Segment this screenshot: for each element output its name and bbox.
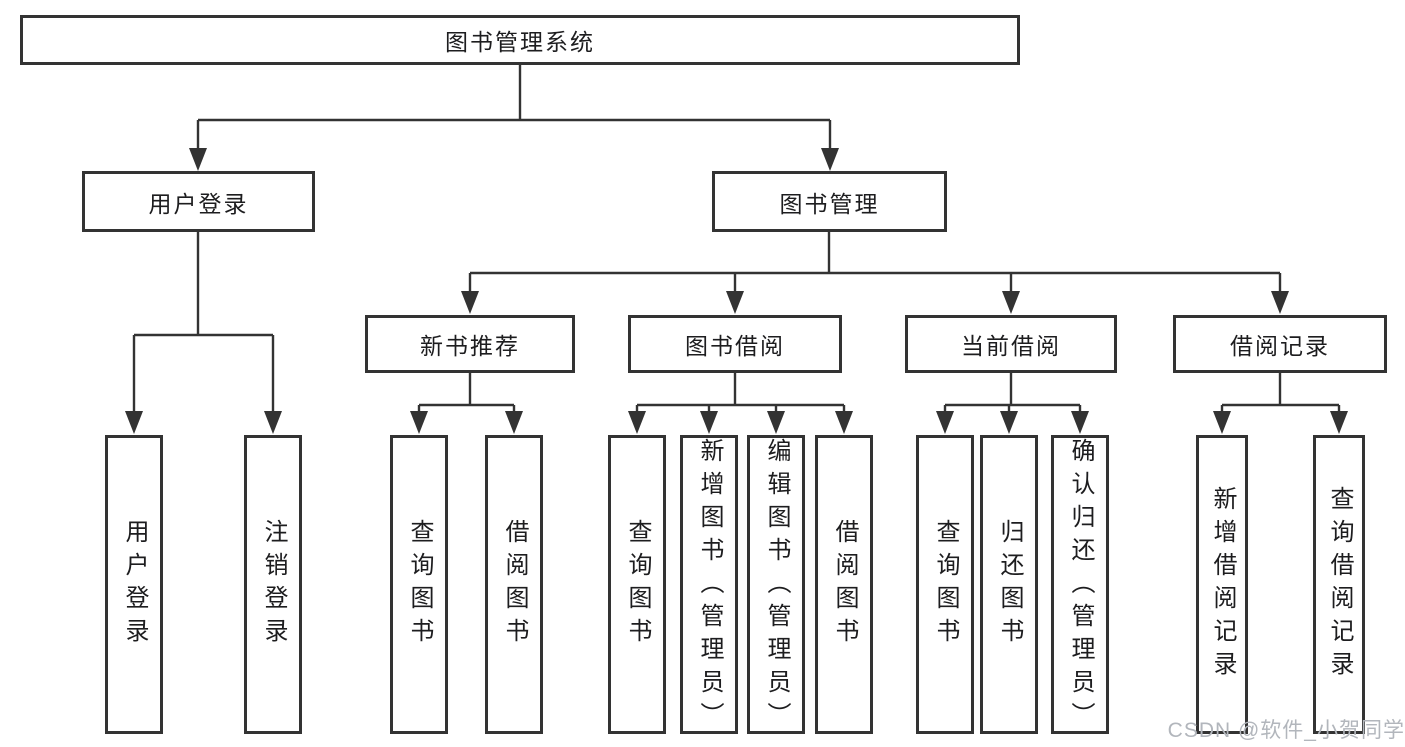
- leaf-return-book: 归还图书: [980, 435, 1038, 734]
- arrowheads: [125, 148, 1348, 434]
- arrowhead: [264, 411, 282, 434]
- leaf-user-login: 用户登录: [105, 435, 163, 734]
- arrowhead: [628, 411, 646, 434]
- leaf-add-borrow-record-label: 新增借阅记录: [1209, 485, 1236, 684]
- leaf-confirm-return-admin-label: 确认归还（管理员）: [1067, 438, 1094, 735]
- node-user-login-label: 用户登录: [148, 190, 249, 217]
- node-book-management-label: 图书管理: [779, 190, 880, 217]
- leaf-query-books-borrowing: 查询图书: [608, 435, 666, 734]
- leaf-borrow-books-recommend: 借阅图书: [485, 435, 543, 734]
- connector-recommend-to-leaves: [417, 373, 516, 413]
- connector-mgmt-to-groups: [468, 232, 1282, 293]
- node-book-management-branch: 图书管理: [712, 171, 947, 232]
- arrowhead: [1330, 411, 1348, 434]
- leaf-query-books-current: 查询图书: [916, 435, 974, 734]
- connector-borrowing-to-leaves: [635, 373, 846, 413]
- leaf-add-borrow-record: 新增借阅记录: [1196, 435, 1248, 734]
- leaf-logout-login: 注销登录: [244, 435, 302, 734]
- arrowhead: [767, 411, 785, 434]
- leaf-add-book-admin: 新增图书（管理员）: [680, 435, 738, 735]
- leaf-borrow-books-recommend-label: 借阅图书: [501, 518, 528, 651]
- leaf-add-book-admin-label: 新增图书（管理员）: [696, 438, 723, 735]
- arrowhead: [1071, 411, 1089, 434]
- connector-login-to-leaves: [132, 232, 275, 413]
- leaf-confirm-return-admin: 确认归还（管理员）: [1051, 435, 1109, 735]
- arrowhead: [1213, 411, 1231, 434]
- node-borrowing-records-label: 借阅记录: [1230, 333, 1330, 359]
- node-book-borrowing-label: 图书借阅: [685, 333, 785, 359]
- node-book-borrowing: 图书借阅: [628, 315, 842, 373]
- leaf-query-books-current-label: 查询图书: [932, 518, 959, 651]
- leaf-query-borrow-record: 查询借阅记录: [1313, 435, 1365, 734]
- node-current-borrowing: 当前借阅: [905, 315, 1117, 373]
- node-root-label: 图书管理系统: [445, 29, 595, 55]
- arrowhead: [189, 148, 207, 171]
- leaf-edit-book-admin-label: 编辑图书（管理员）: [763, 438, 790, 735]
- leaf-return-book-label: 归还图书: [996, 518, 1023, 651]
- arrowhead: [125, 411, 143, 434]
- arrowhead: [461, 291, 479, 314]
- leaf-user-login-label: 用户登录: [121, 518, 148, 651]
- arrowhead: [505, 411, 523, 434]
- leaf-borrow-books-borrowing: 借阅图书: [815, 435, 873, 734]
- arrowhead: [821, 148, 839, 171]
- node-new-book-recommend-label: 新书推荐: [420, 333, 520, 359]
- leaf-query-books-recommend-label: 查询图书: [406, 518, 433, 651]
- arrowhead: [1000, 411, 1018, 434]
- leaf-edit-book-admin: 编辑图书（管理员）: [747, 435, 805, 735]
- arrowhead: [726, 291, 744, 314]
- arrowhead: [835, 411, 853, 434]
- node-new-book-recommend: 新书推荐: [365, 315, 575, 373]
- arrowhead: [700, 411, 718, 434]
- csdn-watermark: CSDN @软件_小贺同学: [1167, 719, 1405, 742]
- connector-root-to-level2: [196, 65, 832, 150]
- leaf-borrow-books-borrowing-label: 借阅图书: [831, 518, 858, 651]
- node-root-library-system: 图书管理系统: [20, 15, 1020, 65]
- node-borrowing-records: 借阅记录: [1173, 315, 1387, 373]
- node-current-borrowing-label: 当前借阅: [961, 333, 1061, 359]
- connector-records-to-leaves: [1220, 373, 1341, 413]
- connector-current-to-leaves: [943, 373, 1082, 413]
- leaf-query-books-recommend: 查询图书: [390, 435, 448, 734]
- node-user-login-branch: 用户登录: [82, 171, 315, 232]
- leaf-query-borrow-record-label: 查询借阅记录: [1326, 485, 1353, 684]
- arrowhead: [410, 411, 428, 434]
- arrowhead: [1271, 291, 1289, 314]
- leaf-logout-login-label: 注销登录: [260, 518, 287, 651]
- leaf-query-books-borrowing-label: 查询图书: [624, 518, 651, 651]
- arrowhead: [1002, 291, 1020, 314]
- arrowhead: [936, 411, 954, 434]
